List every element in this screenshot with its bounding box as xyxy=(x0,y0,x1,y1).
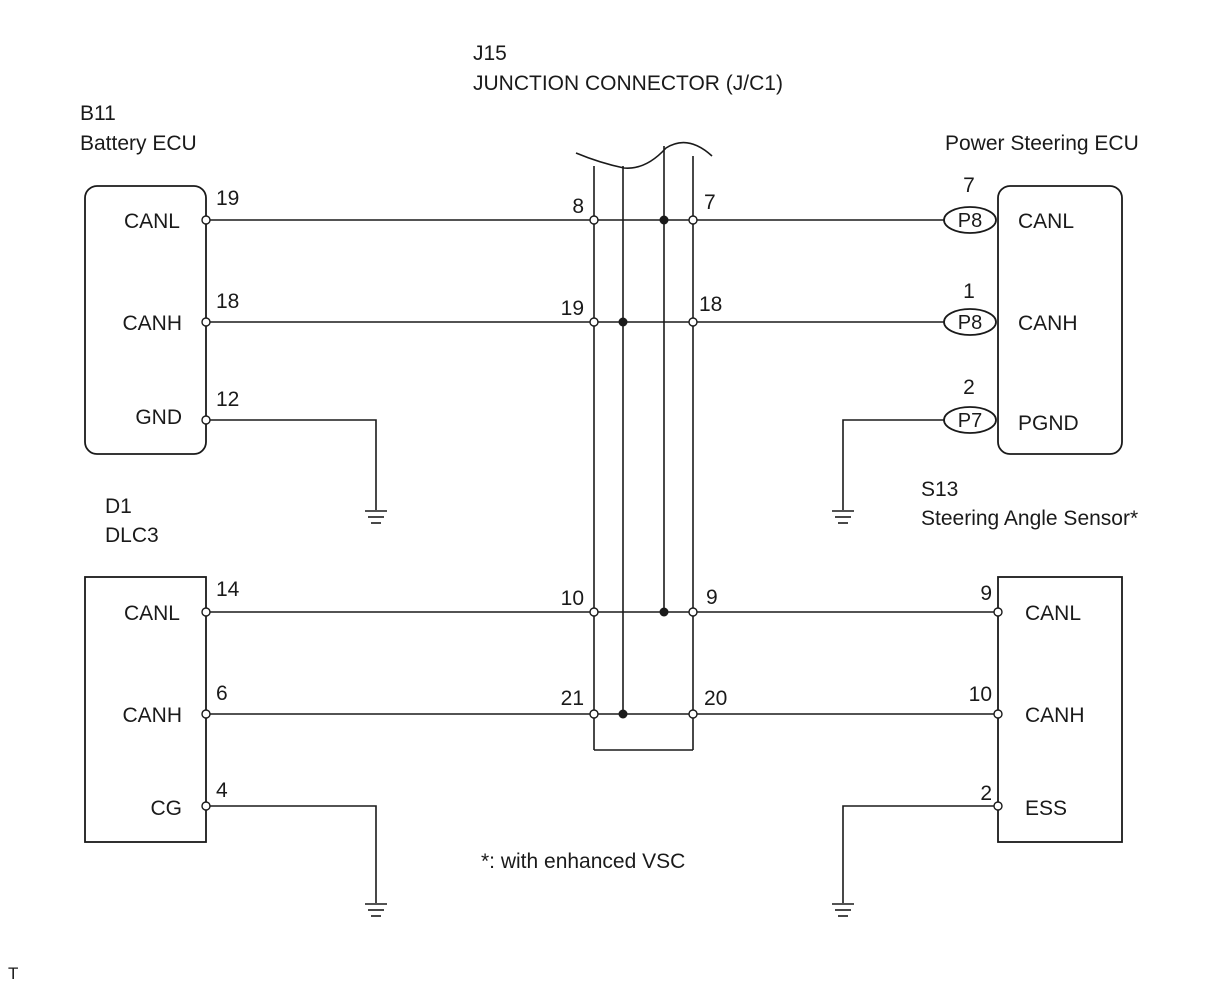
sensor-name: Steering Angle Sensor* xyxy=(921,507,1138,530)
ground-icon xyxy=(832,903,854,917)
svg-text:P8: P8 xyxy=(958,312,982,334)
ground-icon xyxy=(365,510,387,524)
pin-number: 18 xyxy=(216,290,239,313)
sensor-id: S13 xyxy=(921,478,958,501)
splice-dot xyxy=(618,709,628,719)
pin-number: 10 xyxy=(969,683,992,706)
battery-ecu-id: B11 xyxy=(80,102,116,125)
junction-id: J15 xyxy=(473,42,507,65)
splice-dot xyxy=(659,215,669,225)
pin-number: 8 xyxy=(572,195,584,218)
pin-name: CANH xyxy=(122,312,182,335)
pin-number: 2 xyxy=(963,376,975,399)
splice-dot xyxy=(659,607,669,617)
connector-oval-p8: P8 xyxy=(943,206,997,234)
pin-number: 18 xyxy=(699,293,722,316)
splice-dot xyxy=(618,317,628,327)
junction-name: JUNCTION CONNECTOR (J/C1) xyxy=(473,72,783,95)
ground-icon xyxy=(365,903,387,917)
pin-number: 19 xyxy=(561,297,584,320)
pin-number: 7 xyxy=(704,191,716,214)
pin-name: CANH xyxy=(1018,312,1078,335)
footnote: *: with enhanced VSC xyxy=(481,850,685,873)
pin-name: CANL xyxy=(124,210,180,233)
pin-name: GND xyxy=(135,406,182,429)
pin-number: 19 xyxy=(216,187,239,210)
pin-name: CANL xyxy=(124,602,180,625)
terminals xyxy=(201,215,1003,811)
pin-number: 1 xyxy=(963,280,975,303)
junction-connector xyxy=(575,141,713,751)
pin-name: CANH xyxy=(1025,704,1085,727)
wires xyxy=(206,219,998,903)
battery-ecu-name: Battery ECU xyxy=(80,132,197,155)
power-steering-ecu-box xyxy=(997,185,1123,455)
pin-number: 7 xyxy=(963,174,975,197)
pin-name: PGND xyxy=(1018,412,1079,435)
power-steering-ecu-name: Power Steering ECU xyxy=(945,132,1139,155)
pin-number: 10 xyxy=(561,587,584,610)
pin-name: CANL xyxy=(1025,602,1081,625)
pin-number: 20 xyxy=(704,687,727,710)
pin-number: 6 xyxy=(216,682,228,705)
pin-name: ESS xyxy=(1025,797,1067,820)
pin-number: 2 xyxy=(980,782,992,805)
pin-number: 21 xyxy=(561,687,584,710)
svg-text:P7: P7 xyxy=(958,410,982,432)
pin-number: 4 xyxy=(216,779,228,802)
ground-icon xyxy=(832,510,854,524)
pin-number: 9 xyxy=(980,582,992,605)
dlc3-box xyxy=(84,576,207,843)
corner-mark: T xyxy=(8,964,18,983)
pin-name: CANH xyxy=(122,704,182,727)
connector-oval-p7: P7 xyxy=(943,406,997,434)
svg-text:P8: P8 xyxy=(958,210,982,232)
pin-name: CG xyxy=(151,797,183,820)
pin-number: 14 xyxy=(216,578,240,601)
connector-oval-p8: P8 xyxy=(943,308,997,336)
dlc3-name: DLC3 xyxy=(105,524,159,547)
pin-number: 12 xyxy=(216,388,239,411)
pin-number: 9 xyxy=(706,586,718,609)
dlc3-id: D1 xyxy=(105,495,132,518)
pin-name: CANL xyxy=(1018,210,1074,233)
